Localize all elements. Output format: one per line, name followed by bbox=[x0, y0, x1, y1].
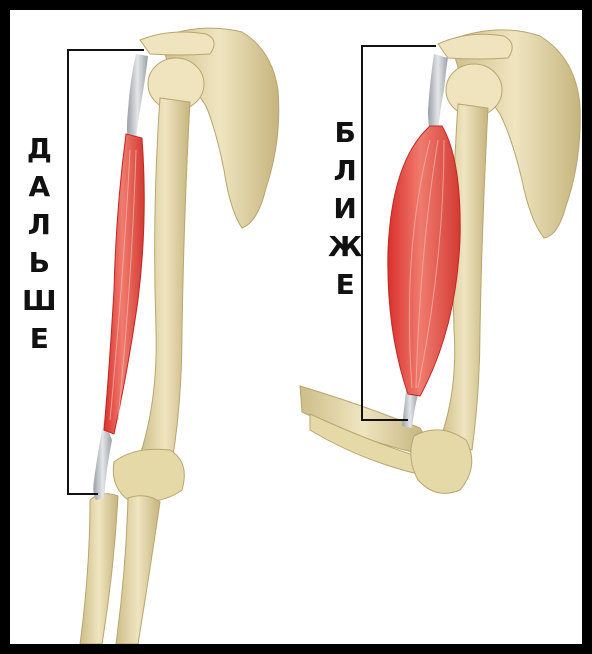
arms-illustration bbox=[10, 10, 582, 644]
left-ulna bbox=[116, 496, 160, 644]
label-letter: Л bbox=[28, 206, 51, 244]
left-humerus bbox=[140, 98, 190, 462]
left-arm-icon bbox=[68, 28, 279, 644]
label-letter: Ж bbox=[328, 228, 362, 266]
left-biceps-muscle bbox=[104, 134, 144, 434]
label-letter: И bbox=[333, 190, 356, 228]
right-acromion bbox=[438, 34, 512, 59]
label-letter: Л bbox=[334, 152, 357, 190]
left-elbow bbox=[113, 449, 184, 501]
label-further: Д А Л Ь Ш Е bbox=[22, 130, 57, 358]
label-closer: Б Л И Ж Е bbox=[328, 114, 362, 304]
illustration-canvas: Д А Л Ь Ш Е Б Л И Ж Е bbox=[10, 10, 582, 644]
label-letter: Ь bbox=[29, 244, 50, 282]
left-acromion bbox=[140, 32, 214, 55]
label-letter: Е bbox=[30, 320, 49, 358]
label-letter: Д bbox=[27, 130, 52, 168]
label-letter: Ш bbox=[22, 282, 57, 320]
left-radius bbox=[80, 494, 118, 644]
label-letter: А bbox=[28, 168, 50, 206]
label-letter: Е bbox=[336, 266, 355, 304]
left-proximal-tendon bbox=[127, 54, 148, 140]
right-proximal-tendon bbox=[428, 54, 448, 132]
label-letter: Б bbox=[334, 114, 355, 152]
right-elbow bbox=[411, 430, 472, 493]
